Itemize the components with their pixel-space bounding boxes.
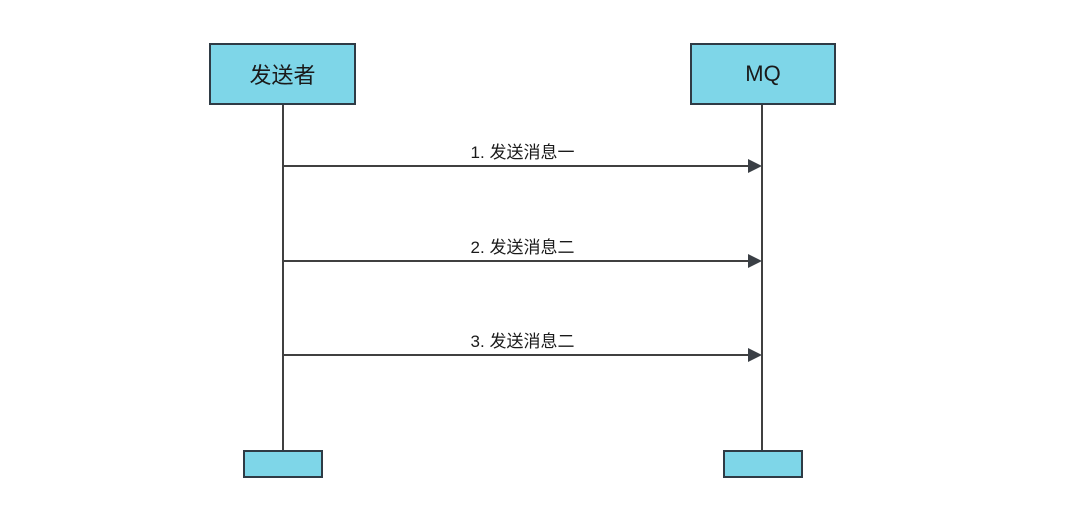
message-line-1: [283, 165, 750, 167]
actor-label-sender: 发送者: [249, 63, 316, 88]
actor-box-sender: 发送者: [209, 43, 356, 105]
message-label-1: 1. 发送消息一: [470, 143, 575, 162]
message-label-3: 3. 发送消息二: [470, 332, 575, 351]
arrowhead-icon: [748, 159, 762, 173]
lifeline-mq: [761, 105, 763, 451]
message-line-3: [283, 354, 750, 356]
actor-box-mq: MQ: [690, 43, 836, 105]
actor-label-mq: MQ: [745, 61, 781, 86]
message-label-2: 2. 发送消息二: [470, 238, 575, 257]
arrowhead-icon: [748, 348, 762, 362]
end-box-mq: [723, 450, 803, 478]
message-line-2: [283, 260, 750, 262]
arrowhead-icon: [748, 254, 762, 268]
end-box-sender: [243, 450, 323, 478]
lifeline-sender: [282, 105, 284, 451]
